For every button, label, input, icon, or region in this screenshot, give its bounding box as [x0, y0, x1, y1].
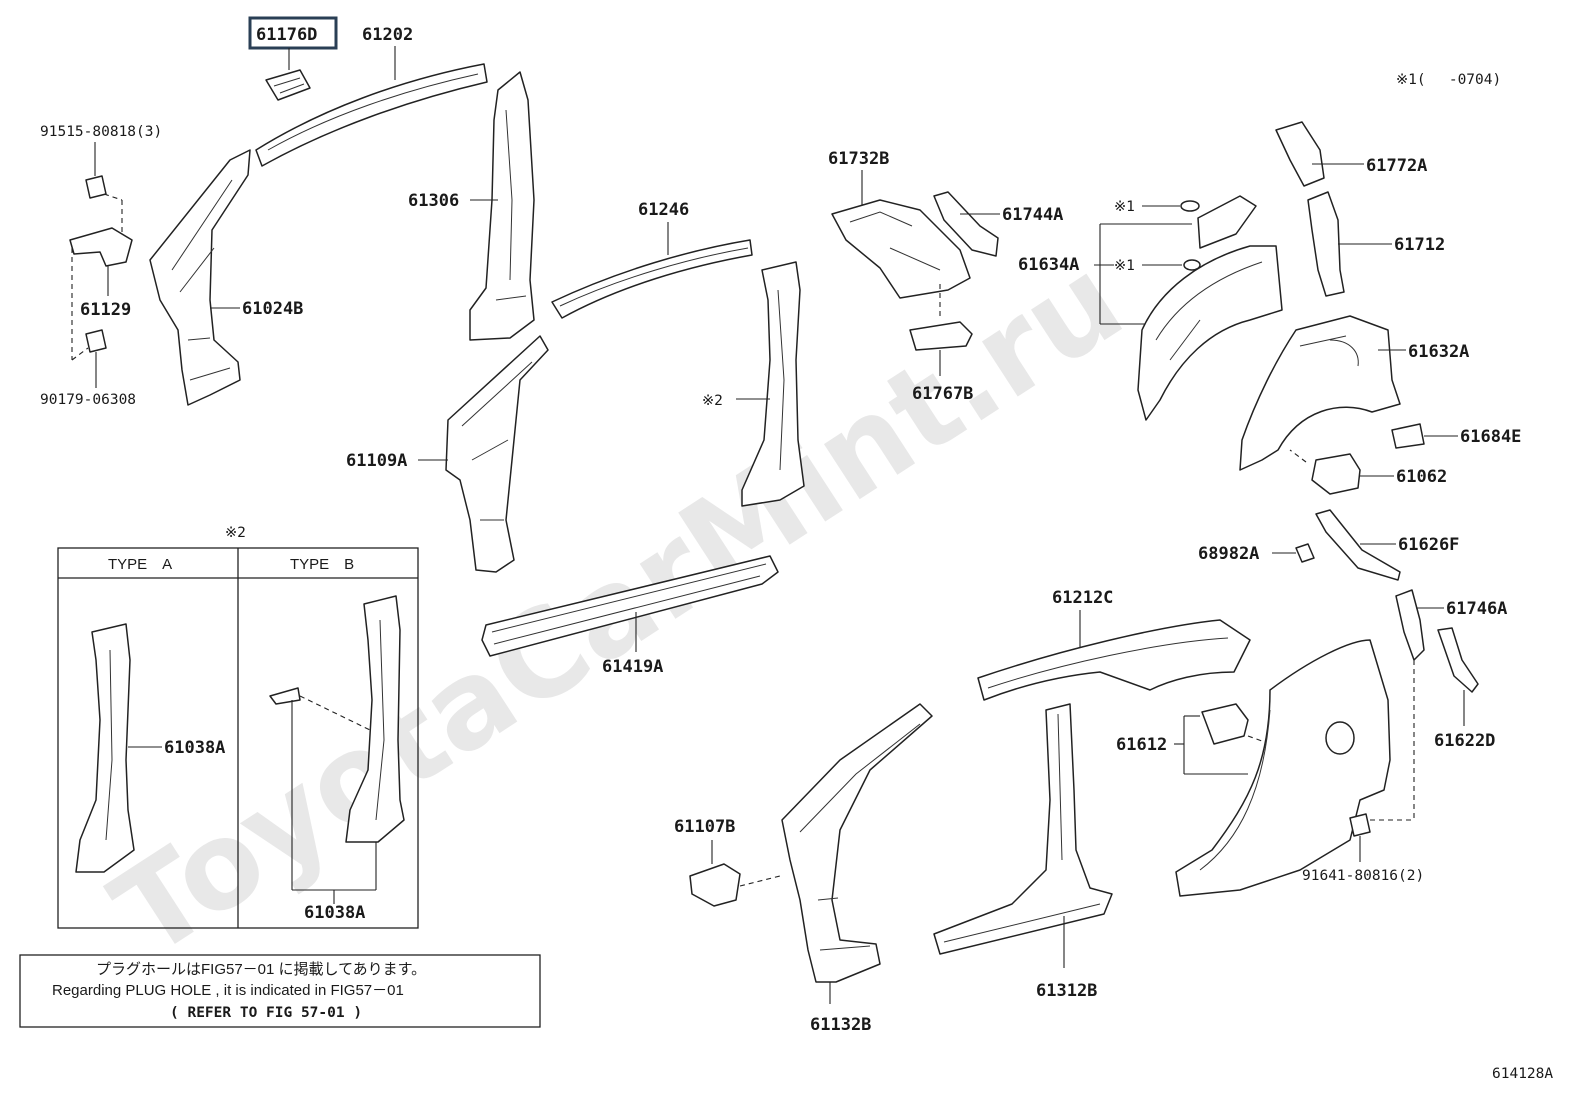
label-61107B[interactable]: 61107B — [674, 817, 735, 837]
part-grommet-2 — [1183, 259, 1201, 271]
part-61038A-type-b — [345, 595, 405, 843]
part-61746A — [1395, 589, 1425, 661]
label-61129[interactable]: 61129 — [80, 300, 131, 320]
part-61612 — [1201, 703, 1249, 745]
label-61744A[interactable]: 61744A — [1002, 205, 1063, 225]
label-61312B[interactable]: 61312B — [1036, 981, 1097, 1001]
label-61772A[interactable]: 61772A — [1366, 156, 1427, 176]
info-line-ref[interactable]: ( REFER TO FIG 57-01 ) — [170, 1005, 362, 1021]
label-61038A-b[interactable]: 61038A — [304, 903, 365, 923]
part-61062 — [1311, 453, 1361, 495]
label-61419A[interactable]: 61419A — [602, 657, 663, 677]
mark-2-top: ※2 — [225, 525, 246, 541]
label-61634A[interactable]: 61634A — [1018, 255, 1079, 275]
label-61632A[interactable]: 61632A — [1408, 342, 1469, 362]
part-grommet-1 — [1180, 200, 1200, 212]
part-61712 — [1307, 191, 1345, 297]
label-61246[interactable]: 61246 — [638, 200, 689, 220]
part-61732B — [831, 199, 971, 299]
part-61684E — [1391, 423, 1425, 449]
type-b-header: TYPE B — [290, 556, 354, 573]
mark-1a: ※1 — [1114, 199, 1135, 215]
note-1-range: ※1( -0704) — [1396, 72, 1501, 88]
label-61712[interactable]: 61712 — [1394, 235, 1445, 255]
part-bracket-type-b — [269, 687, 301, 705]
part-90179-nut — [85, 329, 107, 353]
part-61634A-bracket — [1197, 195, 1257, 249]
part-61024B — [149, 149, 251, 406]
label-61176D[interactable]: 61176D — [256, 25, 317, 45]
label-91515-80818[interactable]: 91515-80818(3) — [40, 124, 162, 140]
part-61212C — [977, 619, 1251, 701]
label-91641-80816[interactable]: 91641-80816(2) — [1302, 868, 1424, 884]
label-61626F[interactable]: 61626F — [1398, 535, 1459, 555]
part-fuel-lid — [1325, 721, 1355, 755]
label-61622D[interactable]: 61622D — [1434, 731, 1495, 751]
mark-2-mid: ※2 — [702, 393, 723, 409]
part-91515-bolt — [85, 175, 107, 199]
part-61419A — [481, 555, 779, 657]
part-61306 — [469, 71, 535, 341]
part-61626F — [1315, 509, 1401, 581]
highlight-box-61176D[interactable] — [248, 16, 338, 50]
label-61202[interactable]: 61202 — [362, 25, 413, 45]
label-68982A[interactable]: 68982A — [1198, 544, 1259, 564]
label-61212C[interactable]: 61212C — [1052, 588, 1113, 608]
part-68982A — [1295, 543, 1315, 563]
type-a-header: TYPE A — [108, 556, 172, 573]
part-61772A — [1275, 121, 1325, 187]
label-61767B[interactable]: 61767B — [912, 384, 973, 404]
part-61129 — [69, 227, 133, 267]
label-61109A[interactable]: 61109A — [346, 451, 407, 471]
label-61612[interactable]: 61612 — [1116, 735, 1167, 755]
label-61746A[interactable]: 61746A — [1446, 599, 1507, 619]
part-center-pillar-type2 — [741, 261, 805, 507]
part-61744A — [933, 191, 999, 257]
mark-1b: ※1 — [1114, 258, 1135, 274]
info-line-jp: プラグホールはFIG57－01 に掲載してあります。 — [96, 961, 426, 978]
part-61312B — [933, 703, 1113, 955]
label-61038A-a[interactable]: 61038A — [164, 738, 225, 758]
part-61634A-wheelhouse — [1137, 245, 1283, 421]
part-61202 — [255, 63, 488, 167]
label-61684E[interactable]: 61684E — [1460, 427, 1521, 447]
part-61246 — [551, 239, 753, 319]
part-61132B — [781, 703, 933, 983]
part-quarter-panel — [1175, 639, 1391, 897]
part-61767B — [909, 321, 973, 351]
label-61062[interactable]: 61062 — [1396, 467, 1447, 487]
part-61176D — [265, 69, 311, 101]
label-90179-06308[interactable]: 90179-06308 — [40, 392, 136, 408]
part-91641-bolt — [1349, 813, 1371, 837]
label-61024B[interactable]: 61024B — [242, 299, 303, 319]
part-61107B — [689, 863, 741, 907]
figure-number: 614128A — [1492, 1066, 1553, 1082]
info-line-en: Regarding PLUG HOLE , it is indicated in… — [52, 982, 404, 999]
part-61622D — [1437, 627, 1479, 693]
label-61732B[interactable]: 61732B — [828, 149, 889, 169]
part-61109A — [445, 335, 549, 573]
part-61632A — [1239, 315, 1401, 471]
label-61132B[interactable]: 61132B — [810, 1015, 871, 1035]
part-61038A-type-a — [75, 623, 135, 873]
label-61306[interactable]: 61306 — [408, 191, 459, 211]
info-box — [19, 954, 541, 1028]
